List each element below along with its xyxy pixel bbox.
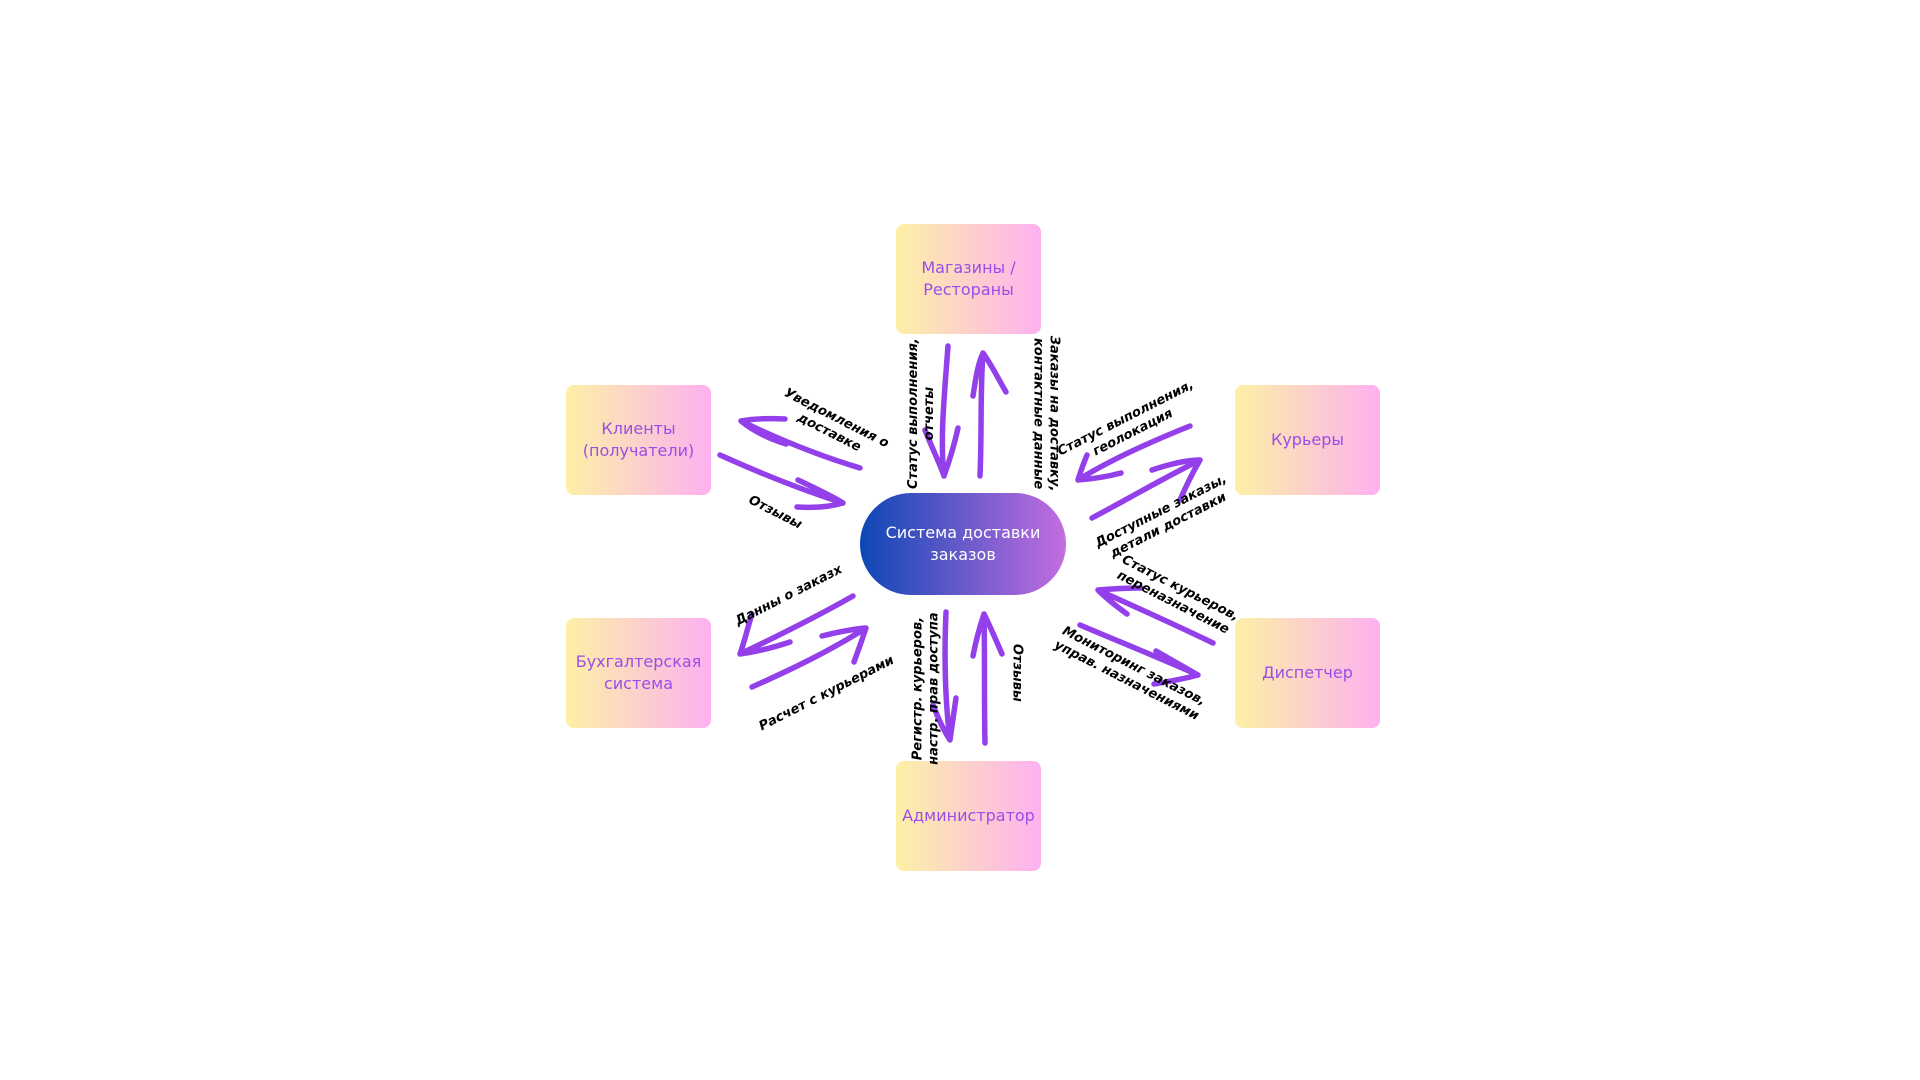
- node-shops-label: Магазины / Рестораны: [921, 257, 1016, 299]
- flow-label-admin-to-hub: Регистр. курьеров, настр. прав доступа: [910, 612, 942, 765]
- node-dispatcher-label: Диспетчер: [1262, 662, 1353, 682]
- node-accounting: Бухгалтерская система: [566, 618, 711, 728]
- node-admin-label: Администратор: [902, 805, 1035, 825]
- flow-label-hub-to-dispatcher: Мониторинг заказов, управ. назначениями: [1051, 623, 1208, 724]
- flow-label-clients-to-hub: Отзывы: [745, 492, 805, 533]
- flow-label-accounting-to-hub: Данны о заказх: [732, 562, 845, 629]
- node-hub: Система доставки заказов: [860, 493, 1066, 595]
- flow-label-hub-to-clients: Уведомления о доставке: [781, 385, 892, 455]
- flow-label-couriers-to-hub: Статус выполнения, геолокация: [1055, 377, 1197, 460]
- arrow-admin-to-hub: [970, 611, 1005, 746]
- node-accounting-label: Бухгалтерская система: [575, 651, 702, 693]
- node-couriers: Курьеры: [1235, 385, 1380, 495]
- flow-label-hub-to-admin: Отзывы: [1009, 643, 1025, 702]
- node-dispatcher: Диспетчер: [1235, 618, 1380, 728]
- node-clients: Клиенты (получатели): [566, 385, 711, 495]
- flow-label-dispatcher-to-hub: Статус курьеров, переназначение: [1114, 552, 1242, 638]
- node-hub-label: Система доставки заказов: [885, 522, 1041, 564]
- flow-label-hub-to-shops: Статус выполнения, отчеты: [905, 338, 937, 489]
- node-clients-label: Клиенты (получатели): [582, 418, 695, 460]
- node-couriers-label: Курьеры: [1270, 429, 1345, 449]
- flow-label-hub-to-accounting: Расчет с курьерами: [756, 652, 897, 735]
- node-admin: Администратор: [896, 761, 1041, 871]
- flow-label-shops-to-hub: Заказы на доставку, контактные данные: [1030, 335, 1062, 492]
- flow-label-hub-to-couriers: Доступные заказы, детали доставки: [1092, 471, 1230, 562]
- arrow-shops-to-hub: [970, 350, 1009, 479]
- arrow-clients-to-hub: [717, 452, 846, 511]
- node-shops: Магазины / Рестораны: [896, 224, 1041, 334]
